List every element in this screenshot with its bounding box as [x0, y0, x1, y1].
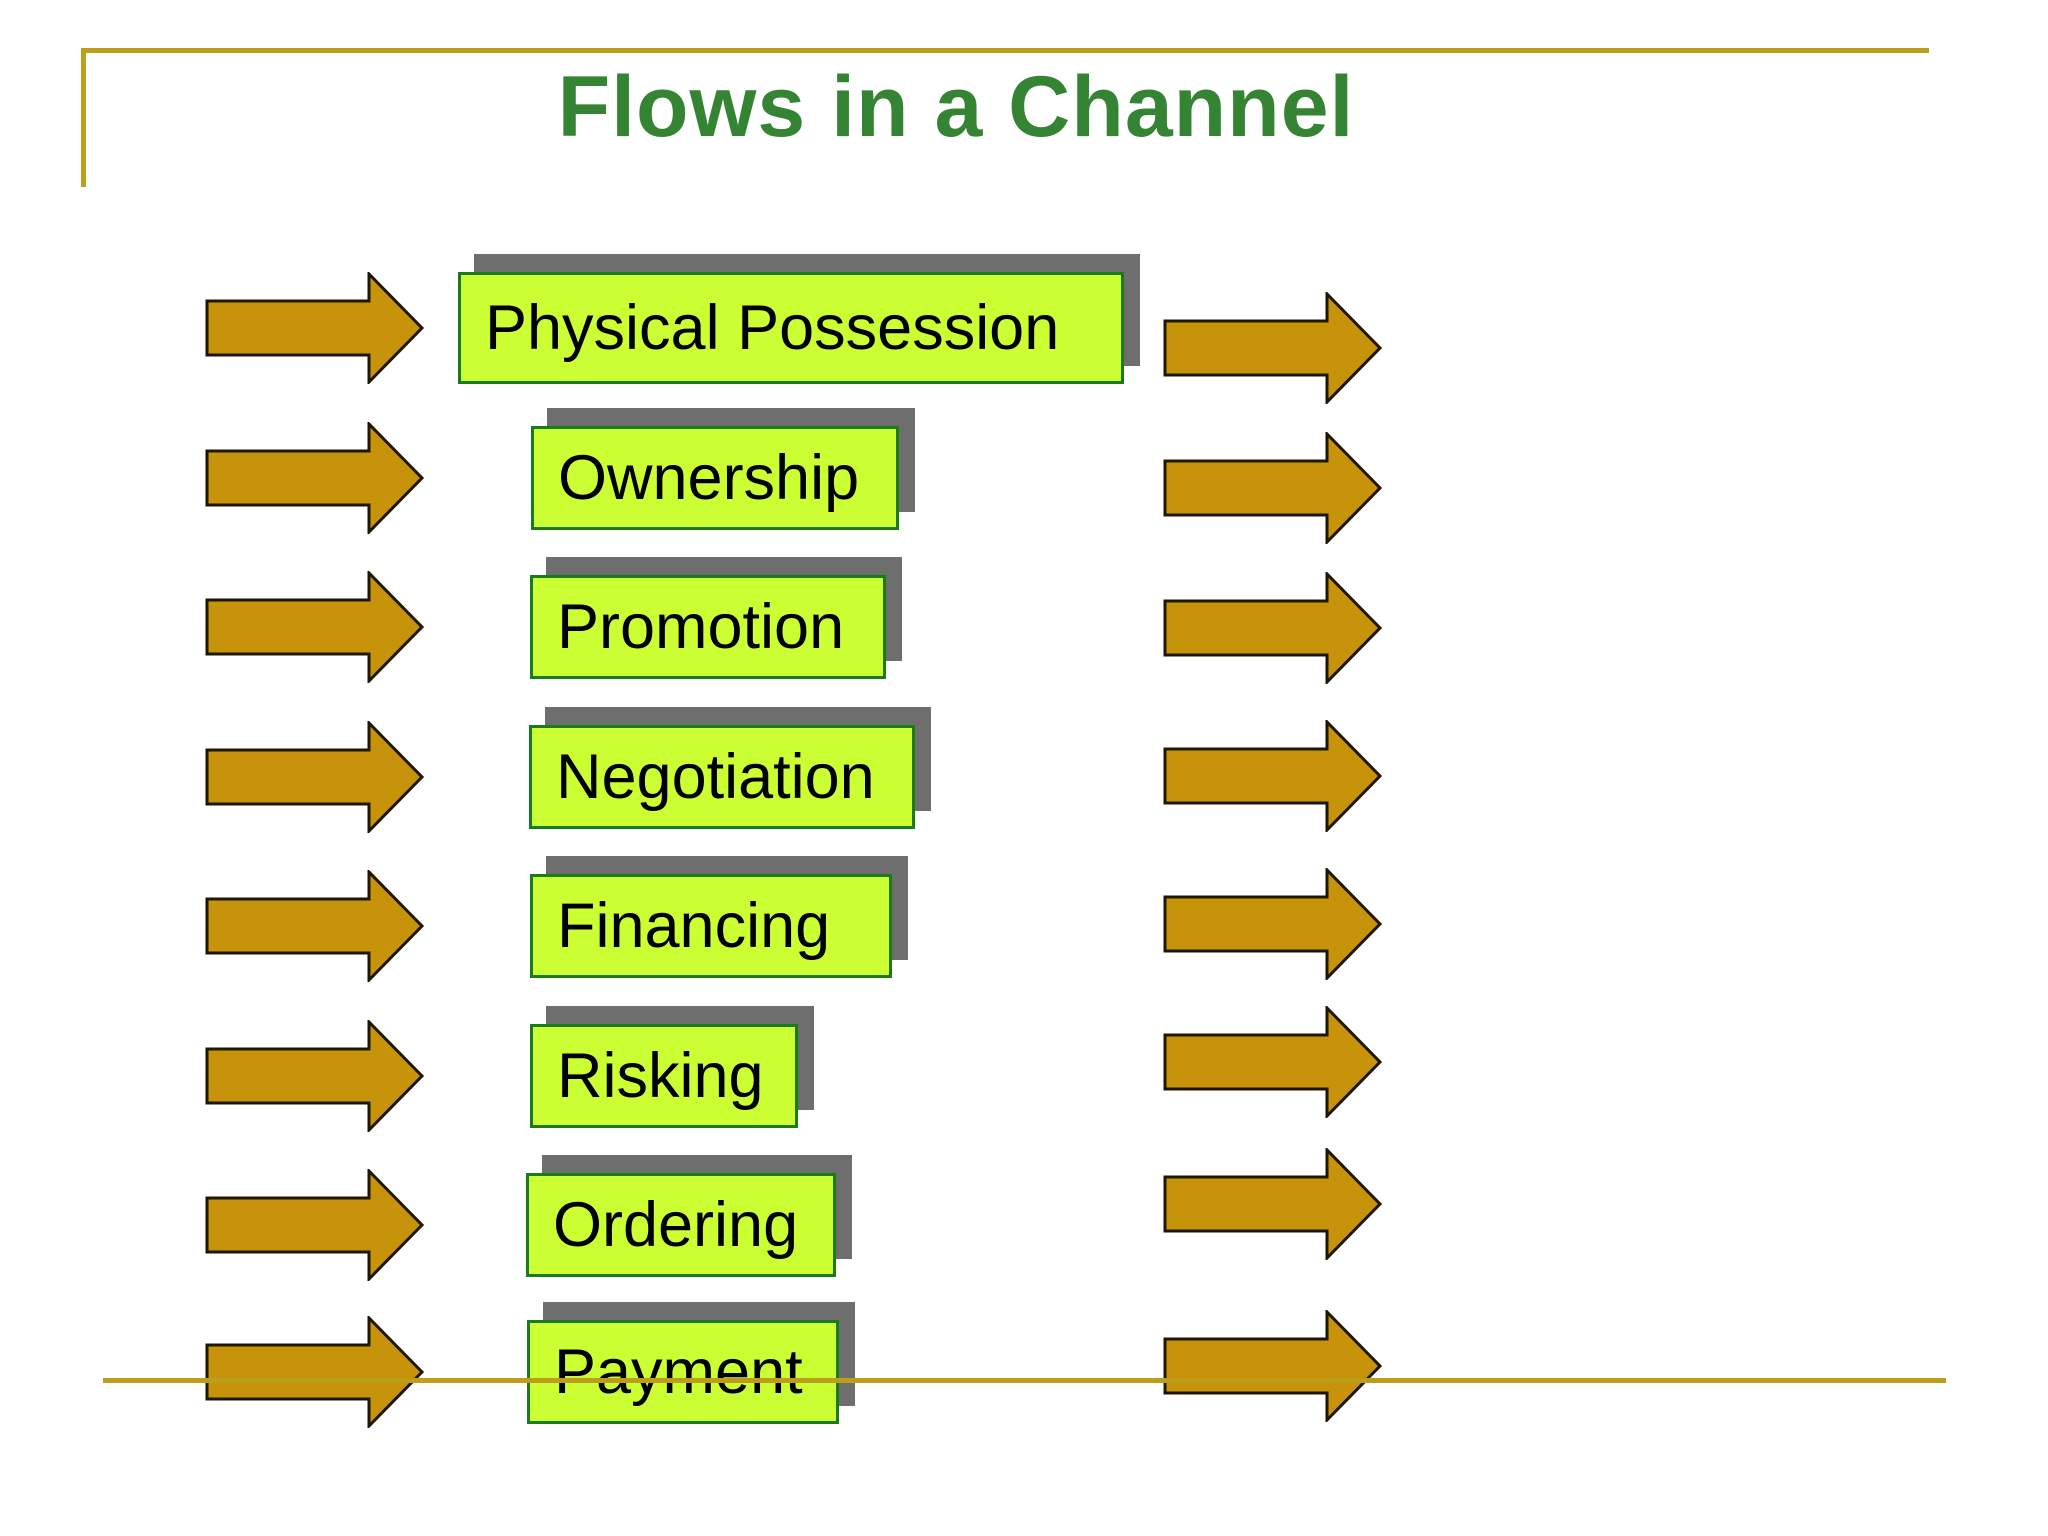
left-flow-arrow-icon: [205, 571, 425, 683]
right-flow-arrow-icon: [1163, 720, 1383, 832]
left-flow-arrow-icon: [205, 1020, 425, 1132]
flow-label: Payment: [554, 1336, 803, 1407]
flow-label: Ordering: [553, 1189, 799, 1260]
flow-label: Promotion: [557, 591, 845, 662]
flow-box: Negotiation: [529, 725, 915, 829]
right-flow-arrow-icon: [1163, 868, 1383, 980]
right-flow-arrow-icon: [1163, 1006, 1383, 1118]
flow-box: Risking: [530, 1024, 798, 1128]
flow-box: Ordering: [526, 1173, 836, 1277]
flow-box: Physical Possession: [458, 272, 1124, 384]
bottom-border-line: [103, 1378, 1946, 1383]
flow-label: Financing: [557, 890, 831, 961]
right-flow-arrow-icon: [1163, 1148, 1383, 1260]
flow-label: Ownership: [558, 442, 860, 513]
left-flow-arrow-icon: [205, 272, 425, 384]
left-flow-arrow-icon: [205, 1316, 425, 1428]
flow-box: Ownership: [531, 426, 899, 530]
flow-box: Payment: [527, 1320, 839, 1424]
right-flow-arrow-icon: [1163, 292, 1383, 404]
flow-box: Financing: [530, 874, 892, 978]
flow-label: Physical Possession: [485, 292, 1060, 363]
left-flow-arrow-icon: [205, 1169, 425, 1281]
left-flow-arrow-icon: [205, 870, 425, 982]
top-border-line: [83, 48, 1929, 53]
flow-box: Promotion: [530, 575, 886, 679]
flow-label: Risking: [557, 1040, 764, 1111]
left-border-line: [81, 48, 86, 187]
right-flow-arrow-icon: [1163, 572, 1383, 684]
right-flow-arrow-icon: [1163, 1310, 1383, 1422]
left-flow-arrow-icon: [205, 721, 425, 833]
flow-label: Negotiation: [556, 741, 875, 812]
slide-title: Flows in a Channel: [557, 59, 1355, 155]
right-flow-arrow-icon: [1163, 432, 1383, 544]
left-flow-arrow-icon: [205, 422, 425, 534]
